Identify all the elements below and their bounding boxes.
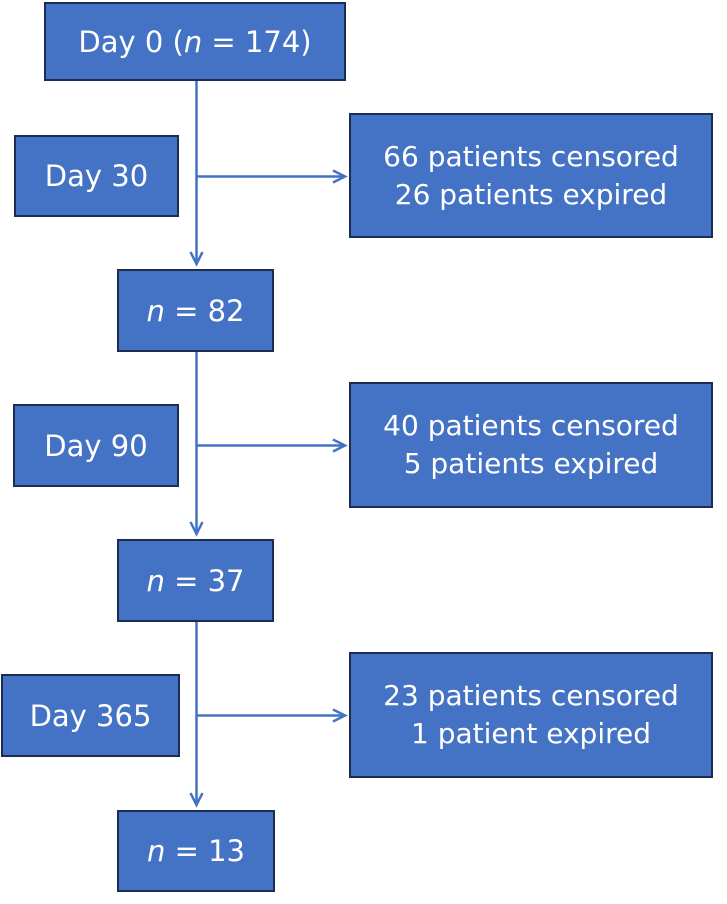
day365-box: Day 365 [1, 674, 180, 757]
day365-label: Day 365 [29, 698, 152, 733]
n82-label: n = 82 [146, 293, 245, 328]
day30-label: Day 30 [44, 159, 149, 193]
day365-expired-text: 1 patient expired [410, 717, 651, 750]
n37-box: n = 37 [117, 539, 274, 622]
day365-censored-text: 23 patients censored [383, 679, 679, 712]
day365-outcome-box: 23 patients censored 1 patient expired [349, 652, 713, 778]
day90-outcome-box: 40 patients censored 5 patients expired [349, 382, 713, 508]
day30-box: Day 30 [14, 135, 179, 217]
day90-label: Day 90 [44, 428, 148, 463]
day30-expired-text: 26 patients expired [394, 177, 668, 211]
n13-label: n = 13 [146, 834, 246, 868]
n13-box: n = 13 [117, 810, 275, 892]
day90-box: Day 90 [13, 404, 179, 487]
n37-label: n = 37 [146, 563, 245, 598]
day90-expired-text: 5 patients expired [403, 447, 659, 480]
day0-box: Day 0 (n = 174) [44, 2, 346, 81]
day30-censored-text: 66 patients censored [383, 139, 679, 173]
day30-outcome-box: 66 patients censored 26 patients expired [349, 113, 713, 238]
n82-box: n = 82 [117, 269, 274, 352]
day90-censored-text: 40 patients censored [383, 409, 679, 442]
day0-label: Day 0 (n = 174) [78, 24, 312, 59]
